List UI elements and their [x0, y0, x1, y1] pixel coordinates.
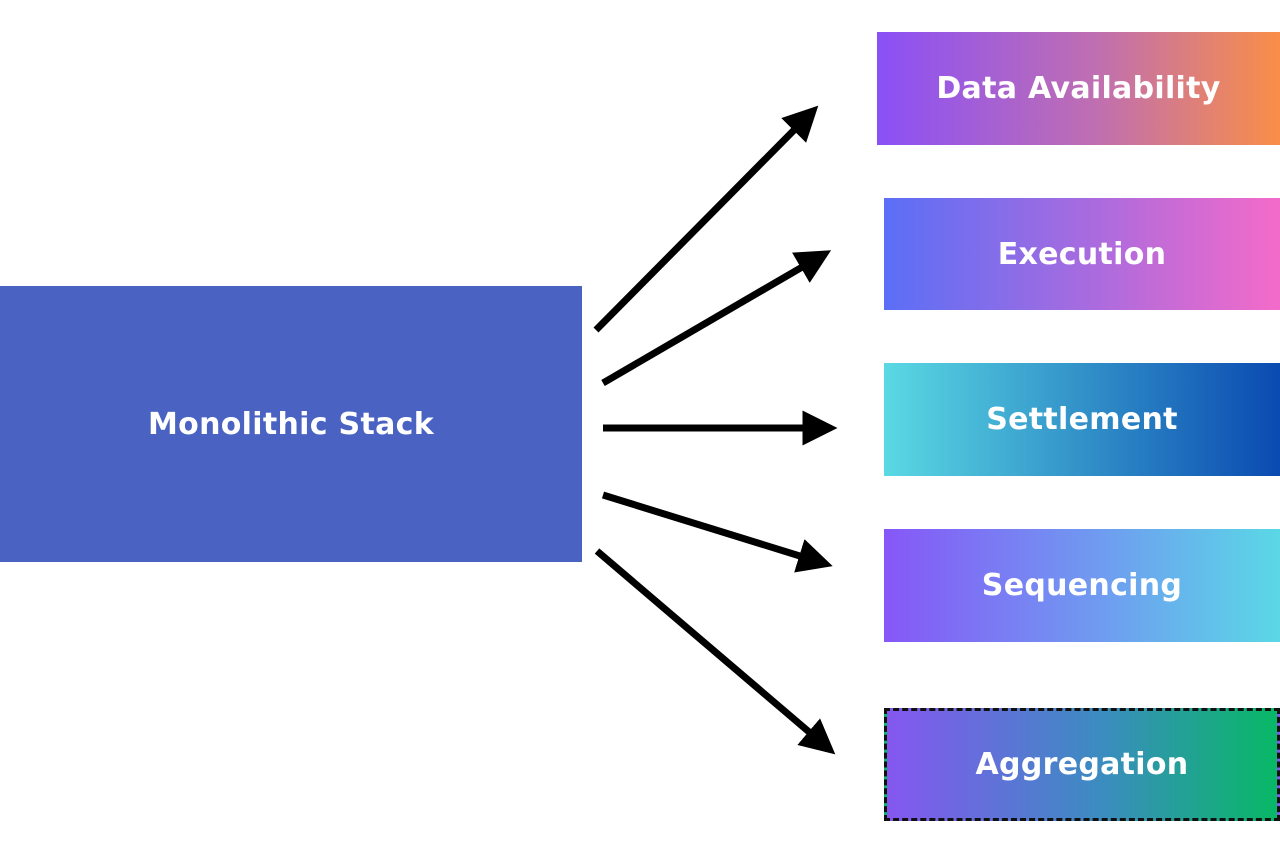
sequencing-label: Sequencing: [981, 568, 1183, 603]
arrow-to-aggregation: [594, 548, 836, 755]
execution-label: Execution: [997, 236, 1167, 272]
arrow-to-data-availability: [593, 105, 819, 333]
data-availability-label: Data Availability: [936, 71, 1221, 106]
settlement-label: Settlement: [986, 402, 1178, 437]
execution-box: Execution: [884, 198, 1280, 310]
sequencing-box: Sequencing: [884, 529, 1280, 642]
monolithic-stack-label: Monolithic Stack: [148, 406, 434, 442]
monolithic-stack-box: Monolithic Stack: [0, 286, 582, 562]
aggregation-label: Aggregation: [975, 747, 1189, 782]
aggregation-box: Aggregation: [884, 708, 1280, 821]
arrow-to-execution: [601, 250, 832, 387]
data-availability-box: Data Availability: [877, 32, 1280, 145]
arrow-to-sequencing: [601, 491, 833, 573]
settlement-box: Settlement: [884, 363, 1280, 476]
